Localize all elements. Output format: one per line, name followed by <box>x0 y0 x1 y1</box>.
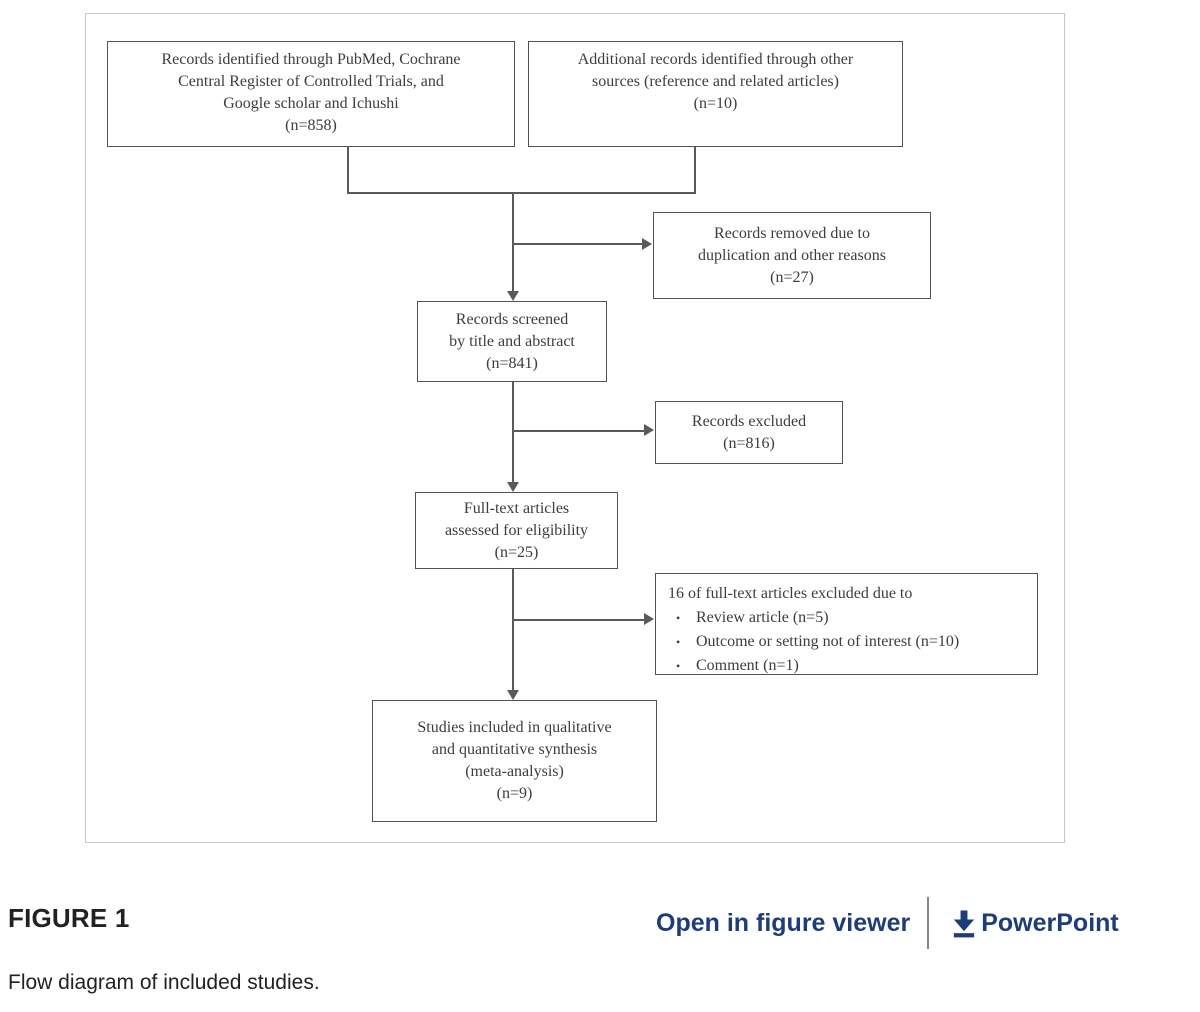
connector-to-screened <box>512 192 514 293</box>
box-records-screened: Records screened by title and abstract (… <box>417 301 607 382</box>
box-additional-records-text: Additional records identified through ot… <box>577 51 854 112</box>
connector-right-stub <box>694 147 696 193</box>
box-fulltext-assessed-text: Full-text articles assessed for eligibil… <box>444 499 589 561</box>
connector-left-stub <box>347 147 349 193</box>
box-studies-included-text: Studies included in qualitative and quan… <box>417 719 612 802</box>
box-additional-records: Additional records identified through ot… <box>528 41 903 147</box>
box-records-identified-text: Records identified through PubMed, Cochr… <box>161 51 461 134</box>
powerpoint-download-link[interactable]: PowerPoint <box>948 907 1119 939</box>
connector-to-excluded <box>513 430 644 432</box>
excluded-reason-item: • Outcome or setting not of interest (n=… <box>668 630 1025 654</box>
excluded-reason-text: Review article (n=5) <box>696 609 829 626</box>
open-in-figure-viewer-link[interactable]: Open in figure viewer <box>656 909 910 938</box>
connector-to-fulltext <box>512 382 514 484</box>
arrow-down-icon <box>507 291 519 301</box>
arrow-down-icon <box>507 482 519 492</box>
arrow-right-icon <box>642 238 652 250</box>
bullet-icon: • <box>676 659 681 673</box>
connector-to-included <box>512 569 514 692</box>
powerpoint-label: PowerPoint <box>981 908 1119 937</box>
box-fulltext-assessed: Full-text articles assessed for eligibil… <box>415 492 618 569</box>
connector-merge-bar <box>347 192 696 194</box>
figure-caption: Flow diagram of included studies. <box>8 971 320 994</box>
box-records-excluded: Records excluded (n=816) <box>655 401 843 464</box>
box-studies-included: Studies included in qualitative and quan… <box>372 700 657 822</box>
arrow-down-icon <box>507 690 519 700</box>
bullet-icon: • <box>676 611 681 625</box>
box-records-removed-text: Records removed due to duplication and o… <box>698 224 886 286</box>
figure-label: FIGURE 1 <box>8 903 130 933</box>
excluded-reason-item: • Comment (n=1) <box>668 654 1025 678</box>
excluded-reason-item: • Review article (n=5) <box>668 606 1025 630</box>
links-divider <box>927 897 930 949</box>
excluded-reason-text: Comment (n=1) <box>696 657 799 674</box>
bullet-icon: • <box>676 635 681 649</box>
excluded-reason-text: Outcome or setting not of interest (n=10… <box>696 633 960 650</box>
connector-to-fulltext-excluded <box>513 619 644 621</box>
box-fulltext-excluded: 16 of full-text articles excluded due to… <box>655 573 1038 675</box>
fulltext-excluded-heading: 16 of full-text articles excluded due to <box>668 585 913 602</box>
box-records-screened-text: Records screened by title and abstract (… <box>449 310 575 372</box>
arrow-right-icon <box>644 613 654 625</box>
box-records-removed: Records removed due to duplication and o… <box>653 212 931 299</box>
open-in-figure-viewer-label: Open in figure viewer <box>656 908 911 937</box>
arrow-right-icon <box>644 424 654 436</box>
connector-to-removed <box>513 243 642 245</box>
box-records-excluded-text: Records excluded (n=816) <box>691 412 807 452</box>
figure-actions: Open in figure viewer PowerPoint <box>656 896 1119 950</box>
box-records-identified: Records identified through PubMed, Cochr… <box>107 41 515 147</box>
download-icon <box>954 910 975 938</box>
